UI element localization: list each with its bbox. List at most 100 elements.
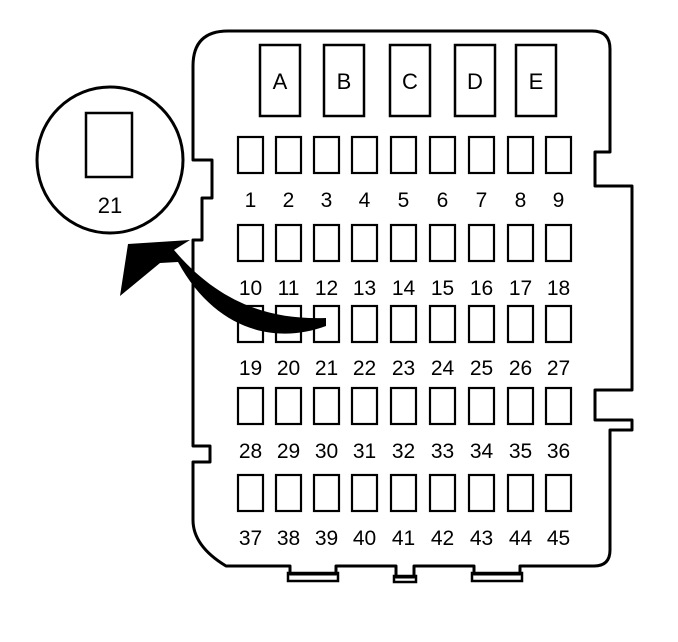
- fuse-number: 42: [431, 527, 454, 550]
- fuse-number: 16: [470, 277, 493, 300]
- fuse-31: [350, 386, 379, 426]
- fuse-42: [428, 473, 457, 513]
- callout-arrow: [120, 240, 326, 334]
- fuse-number: 23: [392, 357, 415, 380]
- fuse-36: [544, 386, 573, 426]
- fuse-number: 9: [553, 189, 565, 212]
- fuse-2: [274, 135, 303, 175]
- fuse-4: [350, 135, 379, 175]
- fuse-15: [428, 223, 457, 263]
- fuse-number: 25: [470, 357, 493, 380]
- fuse-number: 21: [315, 357, 338, 380]
- fuse-8: [506, 135, 535, 175]
- fuse-number: 13: [353, 277, 376, 300]
- fuse-10: [236, 223, 265, 263]
- fuse-32: [389, 386, 418, 426]
- relay-e: [514, 43, 558, 118]
- fuse-number: 22: [353, 357, 376, 380]
- fuse-40: [350, 473, 379, 513]
- fuse-number: 41: [392, 527, 415, 550]
- fuse-number: 38: [277, 527, 300, 550]
- fuse-number: 27: [547, 357, 570, 380]
- fuse-5: [389, 135, 418, 175]
- fuse-number: 35: [509, 440, 532, 463]
- callout-label: 21: [98, 193, 122, 218]
- fuse-number: 3: [321, 189, 333, 212]
- fuse-number: 12: [315, 277, 338, 300]
- fuse-number: 7: [476, 189, 488, 212]
- fuse-33: [428, 386, 457, 426]
- fuse-45: [544, 473, 573, 513]
- fuse-11: [274, 223, 303, 263]
- fuse-number: 17: [509, 277, 532, 300]
- fuse-6: [428, 135, 457, 175]
- fuse-23: [389, 304, 418, 344]
- relay-c: [388, 43, 432, 118]
- fuse-number: 10: [239, 277, 262, 300]
- fuse-number: 11: [278, 277, 300, 300]
- fuse-41: [389, 473, 418, 513]
- callout-fuse: [84, 111, 134, 179]
- relay-label: C: [402, 69, 418, 94]
- fuse-44: [506, 473, 535, 513]
- fuse-number: 1: [245, 189, 257, 212]
- relay-a: [258, 43, 302, 118]
- fuse-number: 19: [239, 357, 262, 380]
- fuse-number: 39: [315, 527, 338, 550]
- fuse-16: [467, 223, 496, 263]
- fuse-number: 37: [239, 527, 262, 550]
- fuse-number: 24: [431, 357, 455, 380]
- fuse-37: [236, 473, 265, 513]
- fuse-number: 43: [470, 527, 493, 550]
- relay-d: [453, 43, 497, 118]
- relay-label: D: [467, 69, 483, 94]
- fuse-number: 36: [547, 440, 570, 463]
- fuse-1: [236, 135, 265, 175]
- fuse-27: [544, 304, 573, 344]
- fuse-14: [389, 223, 418, 263]
- mounting-tab-right: [470, 571, 524, 583]
- fuse-3: [312, 135, 341, 175]
- fuse-28: [236, 386, 265, 426]
- fuse-number: 31: [353, 440, 376, 463]
- fuse-34: [467, 386, 496, 426]
- mounting-tab-center: [392, 574, 418, 584]
- fuse-number: 33: [431, 440, 454, 463]
- fuse-number: 29: [277, 440, 300, 463]
- fuse-39: [312, 473, 341, 513]
- fuse-9: [544, 135, 573, 175]
- fuse-number: 15: [431, 277, 454, 300]
- relay-label: B: [337, 69, 352, 94]
- relay-label: E: [529, 69, 544, 94]
- mounting-tab-left: [286, 571, 340, 583]
- fuse-7: [467, 135, 496, 175]
- fuse-number: 45: [547, 527, 570, 550]
- fuse-number: 4: [359, 189, 371, 212]
- fuse-number: 20: [277, 357, 300, 380]
- fuse-number: 14: [392, 277, 416, 300]
- fuse-number: 34: [470, 440, 494, 463]
- fuse-35: [506, 386, 535, 426]
- fuse-number: 5: [398, 189, 410, 212]
- fuse-number: 28: [239, 440, 262, 463]
- fuse-30: [312, 386, 341, 426]
- fuse-25: [467, 304, 496, 344]
- fuse-number: 2: [283, 189, 295, 212]
- fuse-number: 32: [392, 440, 415, 463]
- fuse-17: [506, 223, 535, 263]
- fuse-26: [506, 304, 535, 344]
- fuse-number: 8: [515, 189, 527, 212]
- fuse-13: [350, 223, 379, 263]
- fuse-number: 44: [509, 527, 533, 550]
- relay-b: [322, 43, 366, 118]
- fuse-18: [544, 223, 573, 263]
- fuse-number: 26: [509, 357, 532, 380]
- fuse-12: [312, 223, 341, 263]
- fuse-38: [274, 473, 303, 513]
- fuse-number: 18: [547, 277, 570, 300]
- fuse-22: [350, 304, 379, 344]
- fuse-43: [467, 473, 496, 513]
- fuse-number: 6: [437, 189, 449, 212]
- fuse-29: [274, 386, 303, 426]
- relay-label: A: [273, 69, 288, 94]
